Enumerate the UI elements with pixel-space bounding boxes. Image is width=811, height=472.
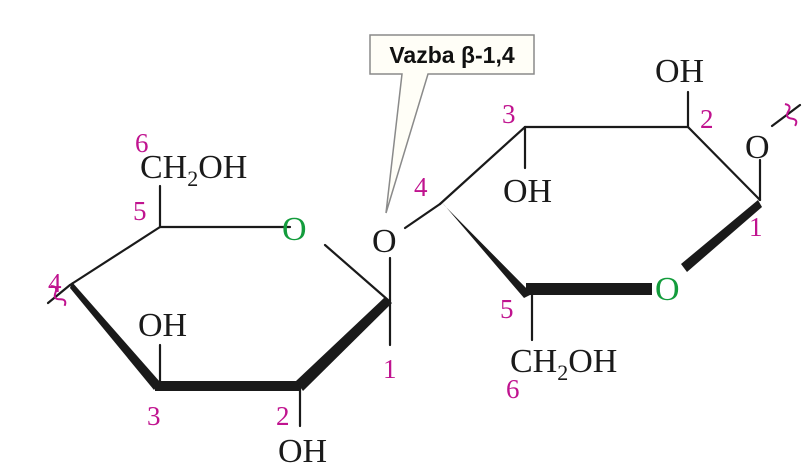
left-carbon-number-4: 4 [48,268,62,298]
bond-c5-c4 [68,225,162,287]
bond-c4-c3 [438,125,527,206]
wedge-c5-o [526,283,652,295]
wedge-c4-c5 [440,200,532,298]
left-c2-oh: OH [278,433,327,470]
left-glucose-ring: O CH2OH OH OH 6 5 4 3 2 1 [46,128,397,470]
beta-1-4-linkage-callout: Vazba β-1,4 [369,34,535,214]
wedge-c4-c3 [70,282,160,390]
bond-c4-wavy [46,283,72,305]
bond-o-wavy [770,103,802,128]
left-ring-oxygen: O [282,211,307,248]
left-carbon-number-2: 2 [276,401,290,431]
glycosidic-oxygen: O [372,223,397,260]
right-carbon-number-5: 5 [500,294,514,324]
left-carbon-number-5: 5 [133,196,147,226]
right-carbon-number-3: 3 [502,99,516,129]
left-ch2oh-label: CH2OH [140,149,247,191]
bond-o-c1 [323,243,390,302]
right-ch2oh-label: CH2OH [510,343,617,385]
right-glucose-ring: O OH OH O CH2OH 4 3 2 1 5 6 [414,53,802,404]
left-c3-oh: OH [138,307,187,344]
wavy-bond-right-icon [784,103,798,127]
wavy-bond-left-icon [50,285,67,307]
wedge-o-c1 [681,200,762,272]
callout-label: Vazba β-1,4 [389,42,514,68]
right-carbon-number-2: 2 [700,104,714,134]
right-ring-oxygen: O [655,271,680,308]
wedge-c3-c2 [155,381,299,391]
bond-c2-c1 [686,125,762,202]
callout-bubble [369,34,535,214]
bond-glycosidic-o-c4 [403,202,442,230]
right-c2-oh: OH [655,53,704,90]
right-c3-oh: OH [503,173,552,210]
right-carbon-number-4: 4 [414,172,428,202]
left-carbon-number-1: 1 [383,354,397,384]
right-carbon-number-1: 1 [749,212,763,242]
right-carbon-number-6: 6 [506,374,520,404]
left-carbon-number-6: 6 [135,128,149,158]
wedge-c2-c1 [296,297,392,391]
left-carbon-number-3: 3 [147,401,161,431]
right-c1-oxygen: O [745,129,770,166]
